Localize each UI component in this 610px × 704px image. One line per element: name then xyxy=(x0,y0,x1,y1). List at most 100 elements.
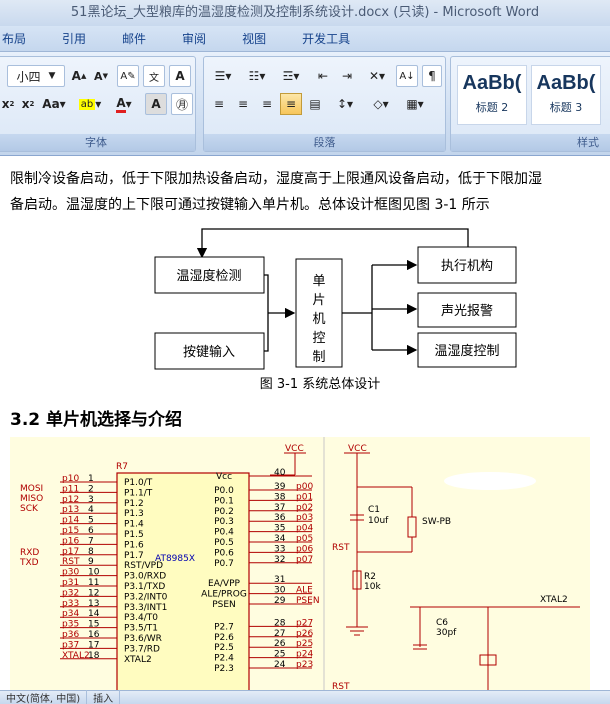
line-spacing-icon[interactable]: ↕▾ xyxy=(336,97,354,111)
status-bar: 中文(简体, 中国) 插入 xyxy=(0,690,610,704)
mcu-control-box xyxy=(295,258,343,368)
grow-font-icon[interactable]: A▲ xyxy=(71,69,87,83)
language-status[interactable]: 中文(简体, 中国) xyxy=(0,690,88,704)
phonetic-guide-icon[interactable]: 文 xyxy=(143,65,165,87)
style-heading-2[interactable]: AaBb( 标题 2 xyxy=(457,65,527,125)
bullets-icon[interactable]: ☰▾ xyxy=(214,69,232,83)
change-case-icon[interactable]: Aa▾ xyxy=(42,97,66,111)
box-label: 按键输入 xyxy=(183,344,235,360)
justify-icon[interactable]: ≡ xyxy=(280,93,302,115)
font-group-label: 字体 xyxy=(0,134,195,151)
align-right-icon[interactable]: ≡ xyxy=(261,97,273,111)
pin-number: 29 xyxy=(274,596,286,606)
pin-net: p02 xyxy=(296,503,313,513)
pin-net: p13 xyxy=(62,505,79,515)
asian-layout-icon[interactable]: ✕▾ xyxy=(368,69,386,83)
pin-number: 4 xyxy=(88,505,94,515)
align-left-icon[interactable]: ≡ xyxy=(213,97,225,111)
pin-net: p10 xyxy=(62,474,79,484)
pin-net: p26 xyxy=(296,629,313,639)
pin-name: P1.2 xyxy=(124,499,144,509)
pin-net: p06 xyxy=(296,544,313,554)
chip-name: AT8985X xyxy=(155,554,195,564)
pin-number: 24 xyxy=(274,660,286,670)
pin-name: P2.6 xyxy=(214,633,234,643)
box-label: 控 xyxy=(312,331,325,346)
pin-number: 18 xyxy=(88,651,100,661)
pin-name: PSEN xyxy=(212,600,236,610)
shading-icon[interactable]: ◇▾ xyxy=(373,97,389,111)
pin-net: p15 xyxy=(62,526,79,536)
alarm-box xyxy=(417,292,517,328)
pin-number: 31 xyxy=(274,575,285,585)
side-label-txd: TXD xyxy=(19,558,39,568)
numbering-icon[interactable]: ☷▾ xyxy=(248,69,266,83)
align-center-icon[interactable]: ≡ xyxy=(237,97,249,111)
shrink-font-icon[interactable]: A▼ xyxy=(94,69,108,83)
vcc-label-2: VCC xyxy=(348,444,367,454)
pin-name: XTAL2 xyxy=(124,655,152,665)
sort-icon[interactable]: A↓ xyxy=(396,65,418,87)
c6-label: C6 xyxy=(436,618,448,628)
pin-net: p35 xyxy=(62,620,79,630)
pin-number: 39 xyxy=(274,482,286,492)
font-size-select[interactable]: 小四▼ xyxy=(7,65,65,87)
box-label: 制 xyxy=(312,350,325,365)
multilevel-list-icon[interactable]: ☲▾ xyxy=(282,69,300,83)
style-heading-3[interactable]: AaBb( 标题 3 xyxy=(531,65,601,125)
font-color-icon[interactable]: A▾ xyxy=(116,95,132,113)
chip-pin-right: PSEN 29 PSEN xyxy=(212,596,319,610)
style-name: 标题 3 xyxy=(549,101,583,114)
c1-value: 10uf xyxy=(368,516,389,526)
pin-number: 38 xyxy=(274,492,286,502)
pin-name: P1.7 xyxy=(124,551,144,561)
highlight-icon[interactable]: ab▾ xyxy=(78,97,102,111)
show-marks-icon[interactable]: ¶ xyxy=(422,65,442,87)
tab-layout[interactable]: 布局 xyxy=(2,31,27,46)
pin-net: p17 xyxy=(62,547,79,557)
pin-number: 7 xyxy=(88,536,94,546)
rst-label-2: RST xyxy=(332,682,350,690)
pin-number: 10 xyxy=(88,568,100,578)
char-border-icon[interactable]: A xyxy=(169,65,191,87)
body-text-line: 备启动。温湿度的上下限可通过按键输入单片机。总体设计框图见图 3-1 所示 xyxy=(10,197,490,213)
chip-pin-right: P2.6 27 p26 xyxy=(214,629,313,643)
box-label: 温湿度控制 xyxy=(434,343,499,359)
char-shading-icon[interactable]: A xyxy=(145,93,167,115)
pin-net: p25 xyxy=(296,639,313,649)
pin-number: 8 xyxy=(88,547,94,557)
pin-number: 27 xyxy=(274,629,285,639)
increase-indent-icon[interactable]: ⇥ xyxy=(341,69,353,83)
insert-mode-status[interactable]: 插入 xyxy=(87,690,121,704)
borders-icon[interactable]: ▦▾ xyxy=(406,97,424,111)
decrease-indent-icon[interactable]: ⇤ xyxy=(317,69,329,83)
font-size-value: 小四 xyxy=(16,69,41,84)
tab-references[interactable]: 引用 xyxy=(62,31,87,46)
clear-format-icon[interactable]: A✎ xyxy=(117,65,139,87)
tab-view[interactable]: 视图 xyxy=(242,31,267,46)
tab-review[interactable]: 审阅 xyxy=(182,31,207,46)
distribute-icon[interactable]: ▤ xyxy=(309,97,321,111)
chip-ref: R7 xyxy=(116,462,128,472)
pin-name: P3.4/T0 xyxy=(124,613,158,623)
pin-net: PSEN xyxy=(296,596,320,606)
enclose-char-icon[interactable]: ㊊ xyxy=(171,93,193,115)
tab-developer[interactable]: 开发工具 xyxy=(302,31,351,46)
pin-name: P2.7 xyxy=(214,622,234,632)
box-label: 声光报警 xyxy=(441,303,493,319)
tab-mailings[interactable]: 邮件 xyxy=(122,31,147,46)
pin-number: 37 xyxy=(274,503,285,513)
